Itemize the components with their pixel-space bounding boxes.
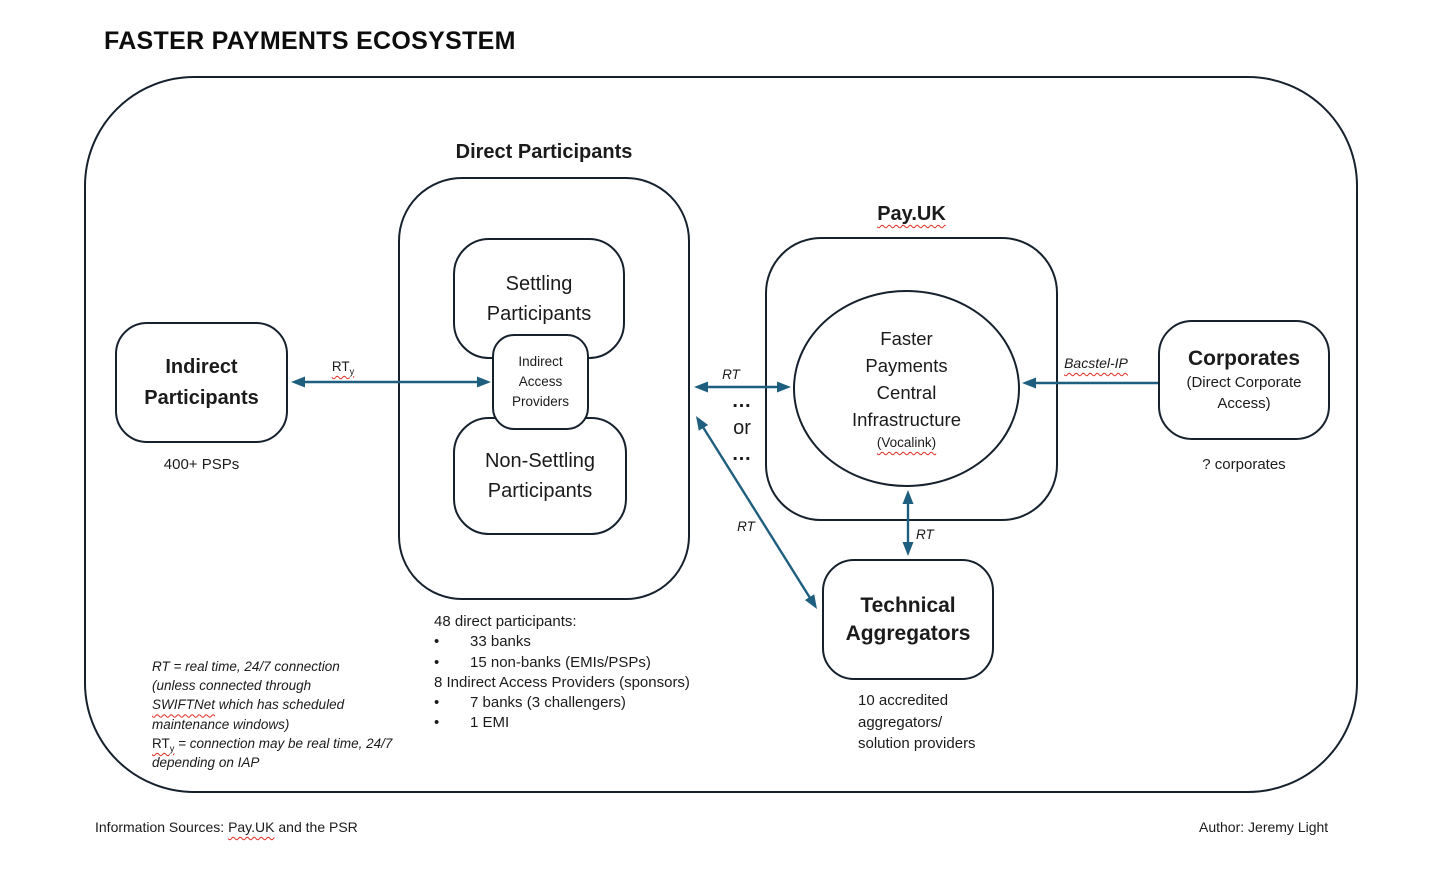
rt-label-diagonal: RT	[737, 519, 755, 534]
technical-aggregators-box: Technical Aggregators	[822, 559, 994, 680]
rt-label-vertical: RT	[916, 527, 934, 542]
note-line: RT = real time, 24/7 connection	[152, 659, 340, 674]
note-line: RTy = connection may be real time, 24/7	[152, 735, 393, 754]
indirect-access-providers-box: Indirect Access Providers	[492, 334, 589, 430]
payuk-heading: Pay.UK	[765, 203, 1058, 226]
breakdown-text: 33 banks	[470, 633, 531, 651]
bullet: •	[434, 653, 440, 671]
breakdown-text: 15 non-banks (EMIs/PSPs)	[470, 653, 651, 671]
breakdown-text: 8 Indirect Access Providers (sponsors)	[434, 673, 690, 691]
rty-term: RTy	[152, 735, 175, 754]
legend-notes: RT = real time, 24/7 connection (unless …	[152, 657, 392, 772]
breakdown-line: • 7 banks (3 challengers)	[434, 693, 690, 713]
or-alternative-label: … or …	[712, 391, 772, 465]
direct-participants-breakdown: 48 direct participants: • 33 banks • 15 no…	[434, 612, 690, 734]
corporates-label: Corporates	[1187, 347, 1301, 370]
bullet: •	[434, 714, 440, 732]
breakdown-line: • 1 EMI	[434, 713, 690, 733]
technical-aggregators-label: Technical Aggregators	[845, 593, 971, 645]
breakdown-line: • 15 non-banks (EMIs/PSPs)	[434, 653, 690, 673]
corporates-box: Corporates (Direct Corporate Access)	[1158, 320, 1330, 440]
corporates-sublabel: (Direct Corporate Access)	[1186, 374, 1302, 412]
note-line: depending on IAP	[152, 755, 260, 771]
ellipsis-bottom: …	[731, 443, 753, 465]
note-line: SWIFTNet which has scheduled	[152, 697, 345, 713]
breakdown-text: 7 banks (3 challengers)	[470, 694, 626, 712]
breakdown-line: 48 direct participants:	[434, 612, 690, 632]
technical-aggregators-caption: 10 accredited aggregators/ solution prov…	[858, 692, 976, 752]
note-line: (unless connected through	[152, 678, 312, 694]
indirect-access-providers-label: Indirect Access Providers	[511, 354, 570, 409]
page-title: FASTER PAYMENTS ECOSYSTEM	[104, 27, 516, 55]
direct-participants-heading: Direct Participants	[455, 141, 633, 163]
payuk-source-word: Pay.UK	[228, 819, 275, 835]
ecosystem-boundary	[84, 76, 1358, 793]
payuk-box	[765, 237, 1058, 521]
indirect-participants-caption: 400+ PSPs	[163, 456, 240, 473]
indirect-participants-box: Indirect Participants	[115, 322, 288, 443]
information-sources: Information Sources: Pay.UK and the PSR	[95, 819, 358, 835]
breakdown-text: 1 EMI	[470, 714, 510, 732]
bacstel-ip-label: Bacstel-IP	[1064, 355, 1128, 371]
vocalink-label: (Vocalink)	[876, 435, 937, 450]
payuk-heading-text: Pay.UK	[877, 203, 946, 225]
breakdown-line: • 33 banks	[434, 632, 690, 652]
or-word: or	[733, 417, 751, 439]
indirect-participants-label: Indirect Participants	[144, 355, 259, 409]
breakdown-text: 48 direct participants:	[434, 613, 577, 630]
bullet: •	[434, 694, 440, 712]
breakdown-line: 8 Indirect Access Providers (sponsors)	[434, 673, 690, 693]
rty-connection-label: RTy	[331, 359, 355, 377]
note-line: maintenance windows)	[152, 716, 290, 732]
corporates-caption: ? corporates	[1202, 456, 1286, 473]
rt-label-direct-fps: RT	[722, 367, 740, 382]
settling-participants-label: Settling Participants	[486, 272, 592, 325]
fps-circle-label: Faster Payments Central Infrastructure	[852, 328, 961, 430]
author-credit: Author: Jeremy Light	[1199, 819, 1329, 835]
ellipsis-top: …	[731, 390, 753, 412]
bullet: •	[434, 633, 440, 651]
swiftnet-word: SWIFTNet	[152, 697, 215, 713]
non-settling-participants-box: Non-Settling Participants	[453, 417, 627, 535]
faster-payments-central-infrastructure-circle: Faster Payments Central Infrastructure (…	[793, 290, 1020, 487]
non-settling-participants-label: Non-Settling Participants	[484, 450, 596, 502]
direct-participants-box	[398, 177, 690, 600]
